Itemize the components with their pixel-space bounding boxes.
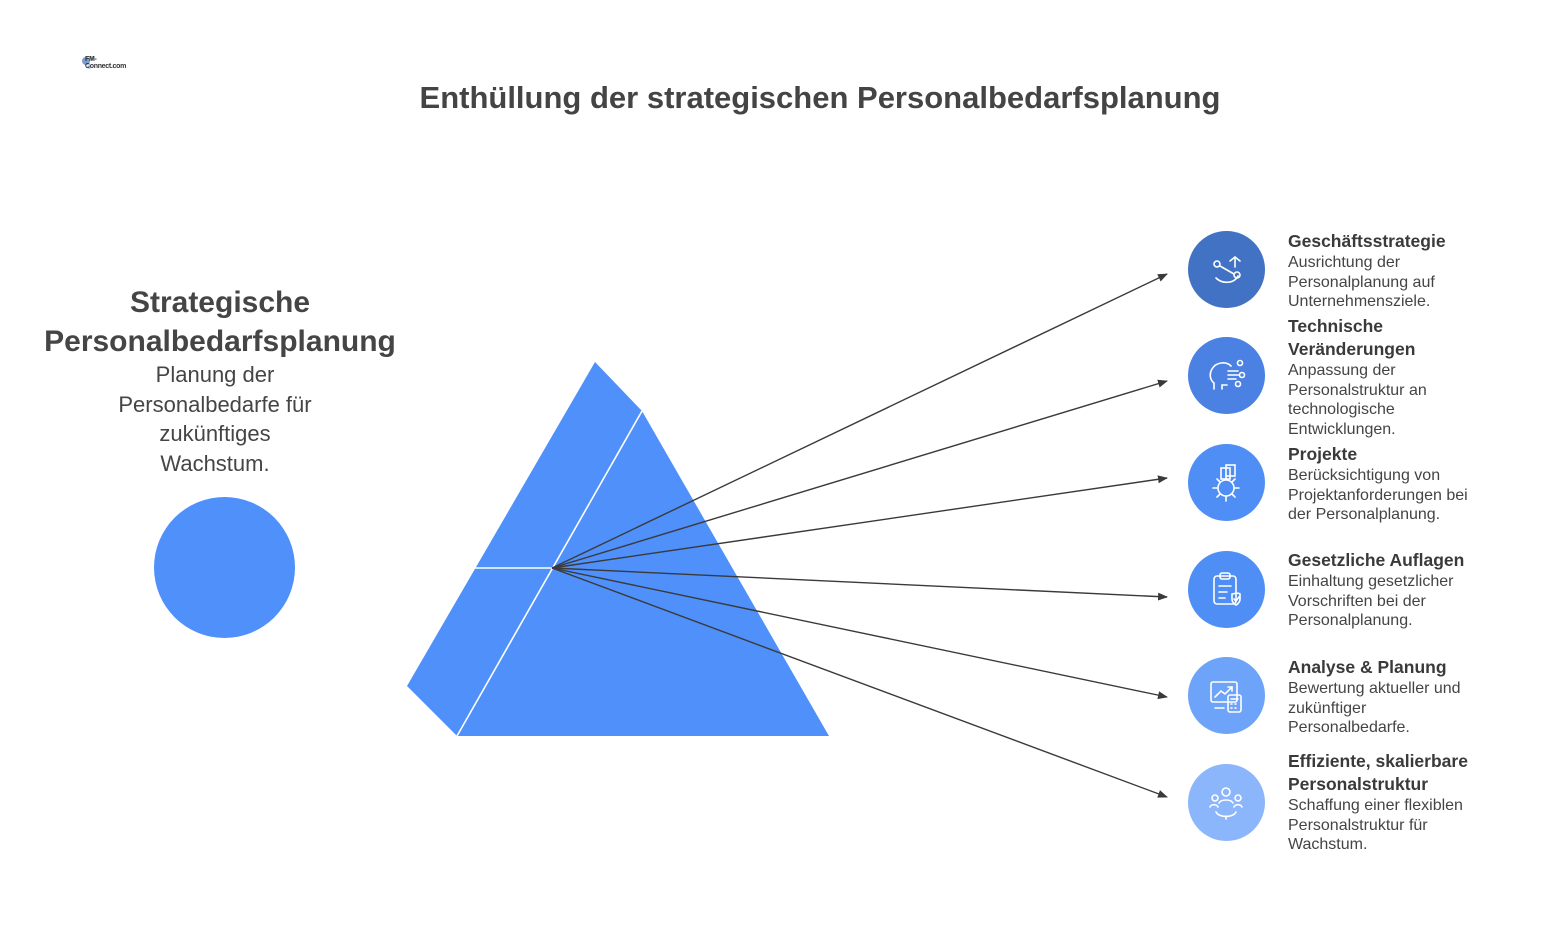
- item-description: Personalbedarfe.: [1288, 719, 1410, 737]
- team-gear-icon: [1188, 764, 1265, 841]
- arrow-1: [551, 273, 1168, 569]
- item-heading: Projekte: [1288, 444, 1358, 464]
- logo-mark: [82, 56, 94, 69]
- prism-back-face: [407, 362, 642, 736]
- clipboard-check-icon: [1188, 551, 1265, 628]
- logo-text: FM-Connect.com: [85, 56, 127, 70]
- item-description: Unternehmensziele.: [1288, 293, 1431, 311]
- source-circle: [154, 497, 295, 638]
- arrow-2: [551, 379, 1168, 569]
- item-description: Personalstruktur für: [1288, 816, 1428, 834]
- prism-front-face: [457, 411, 829, 736]
- arrows-group: [551, 273, 1168, 798]
- chart-calculator-icon: [1188, 657, 1265, 734]
- item-description: Personalplanung auf: [1288, 273, 1435, 291]
- item-description: technologische: [1288, 401, 1395, 419]
- prism-edge: [456, 410, 643, 737]
- left-desc-line-3: zukünftiges: [159, 421, 271, 446]
- arrow-6: [551, 567, 1168, 798]
- item-heading: Personalstruktur: [1288, 774, 1429, 794]
- left-title-line-1: Strategische: [129, 286, 311, 319]
- item-description: Anpassung der: [1288, 362, 1396, 379]
- arrow-5: [551, 567, 1168, 700]
- item-heading: Veränderungen: [1288, 339, 1416, 359]
- item-heading: Technische: [1288, 316, 1383, 336]
- item-description: Projektanforderungen bei: [1288, 486, 1468, 504]
- item-description: Schaffung einer flexiblen: [1288, 797, 1463, 814]
- left-desc-line-4: Wachstum.: [160, 450, 270, 476]
- item-heading: Analyse & Planung: [1288, 657, 1447, 677]
- arrow-3: [551, 475, 1168, 569]
- left-desc-line-1: Planung der: [155, 362, 275, 387]
- item-description: der Personalplanung.: [1288, 506, 1441, 524]
- route-icon: [1188, 231, 1265, 308]
- left-description: Planung der Personalbedarfe für zukünfti…: [90, 360, 340, 478]
- item-description: Personalplanung.: [1288, 612, 1413, 630]
- left-desc-line-2: Personalbedarfe für: [118, 391, 312, 417]
- item-description: Einhaltung gesetzlicher: [1288, 573, 1454, 590]
- page-title: Enthüllung der strategischen Personalbed…: [419, 80, 1221, 115]
- arrow-4: [551, 567, 1168, 601]
- left-title-line-2: Personalbedarfsplanung: [44, 325, 396, 358]
- item-description: Bewertung aktueller und: [1288, 680, 1461, 697]
- left-title: Strategische Personalbedarfsplanung: [20, 283, 420, 361]
- item-heading: Geschäftsstrategie: [1288, 231, 1446, 251]
- item-description: Personalstruktur an: [1288, 381, 1427, 399]
- company-logo: FM-Connect.com: [80, 52, 126, 72]
- item-description: Ausrichtung der: [1288, 254, 1401, 271]
- item-description: zukünftiger: [1288, 699, 1367, 717]
- item-description: Berücksichtigung von: [1288, 467, 1441, 484]
- head-circuit-icon: [1188, 337, 1265, 414]
- item-description: Entwicklungen.: [1288, 421, 1396, 439]
- item-heading: Gesetzliche Auflagen: [1288, 550, 1465, 570]
- item-heading: Effiziente, skalierbare: [1288, 751, 1468, 771]
- project-gear-icon: [1188, 444, 1265, 521]
- item-description: Wachstum.: [1288, 836, 1368, 854]
- item-description: Vorschriften bei der: [1288, 592, 1426, 610]
